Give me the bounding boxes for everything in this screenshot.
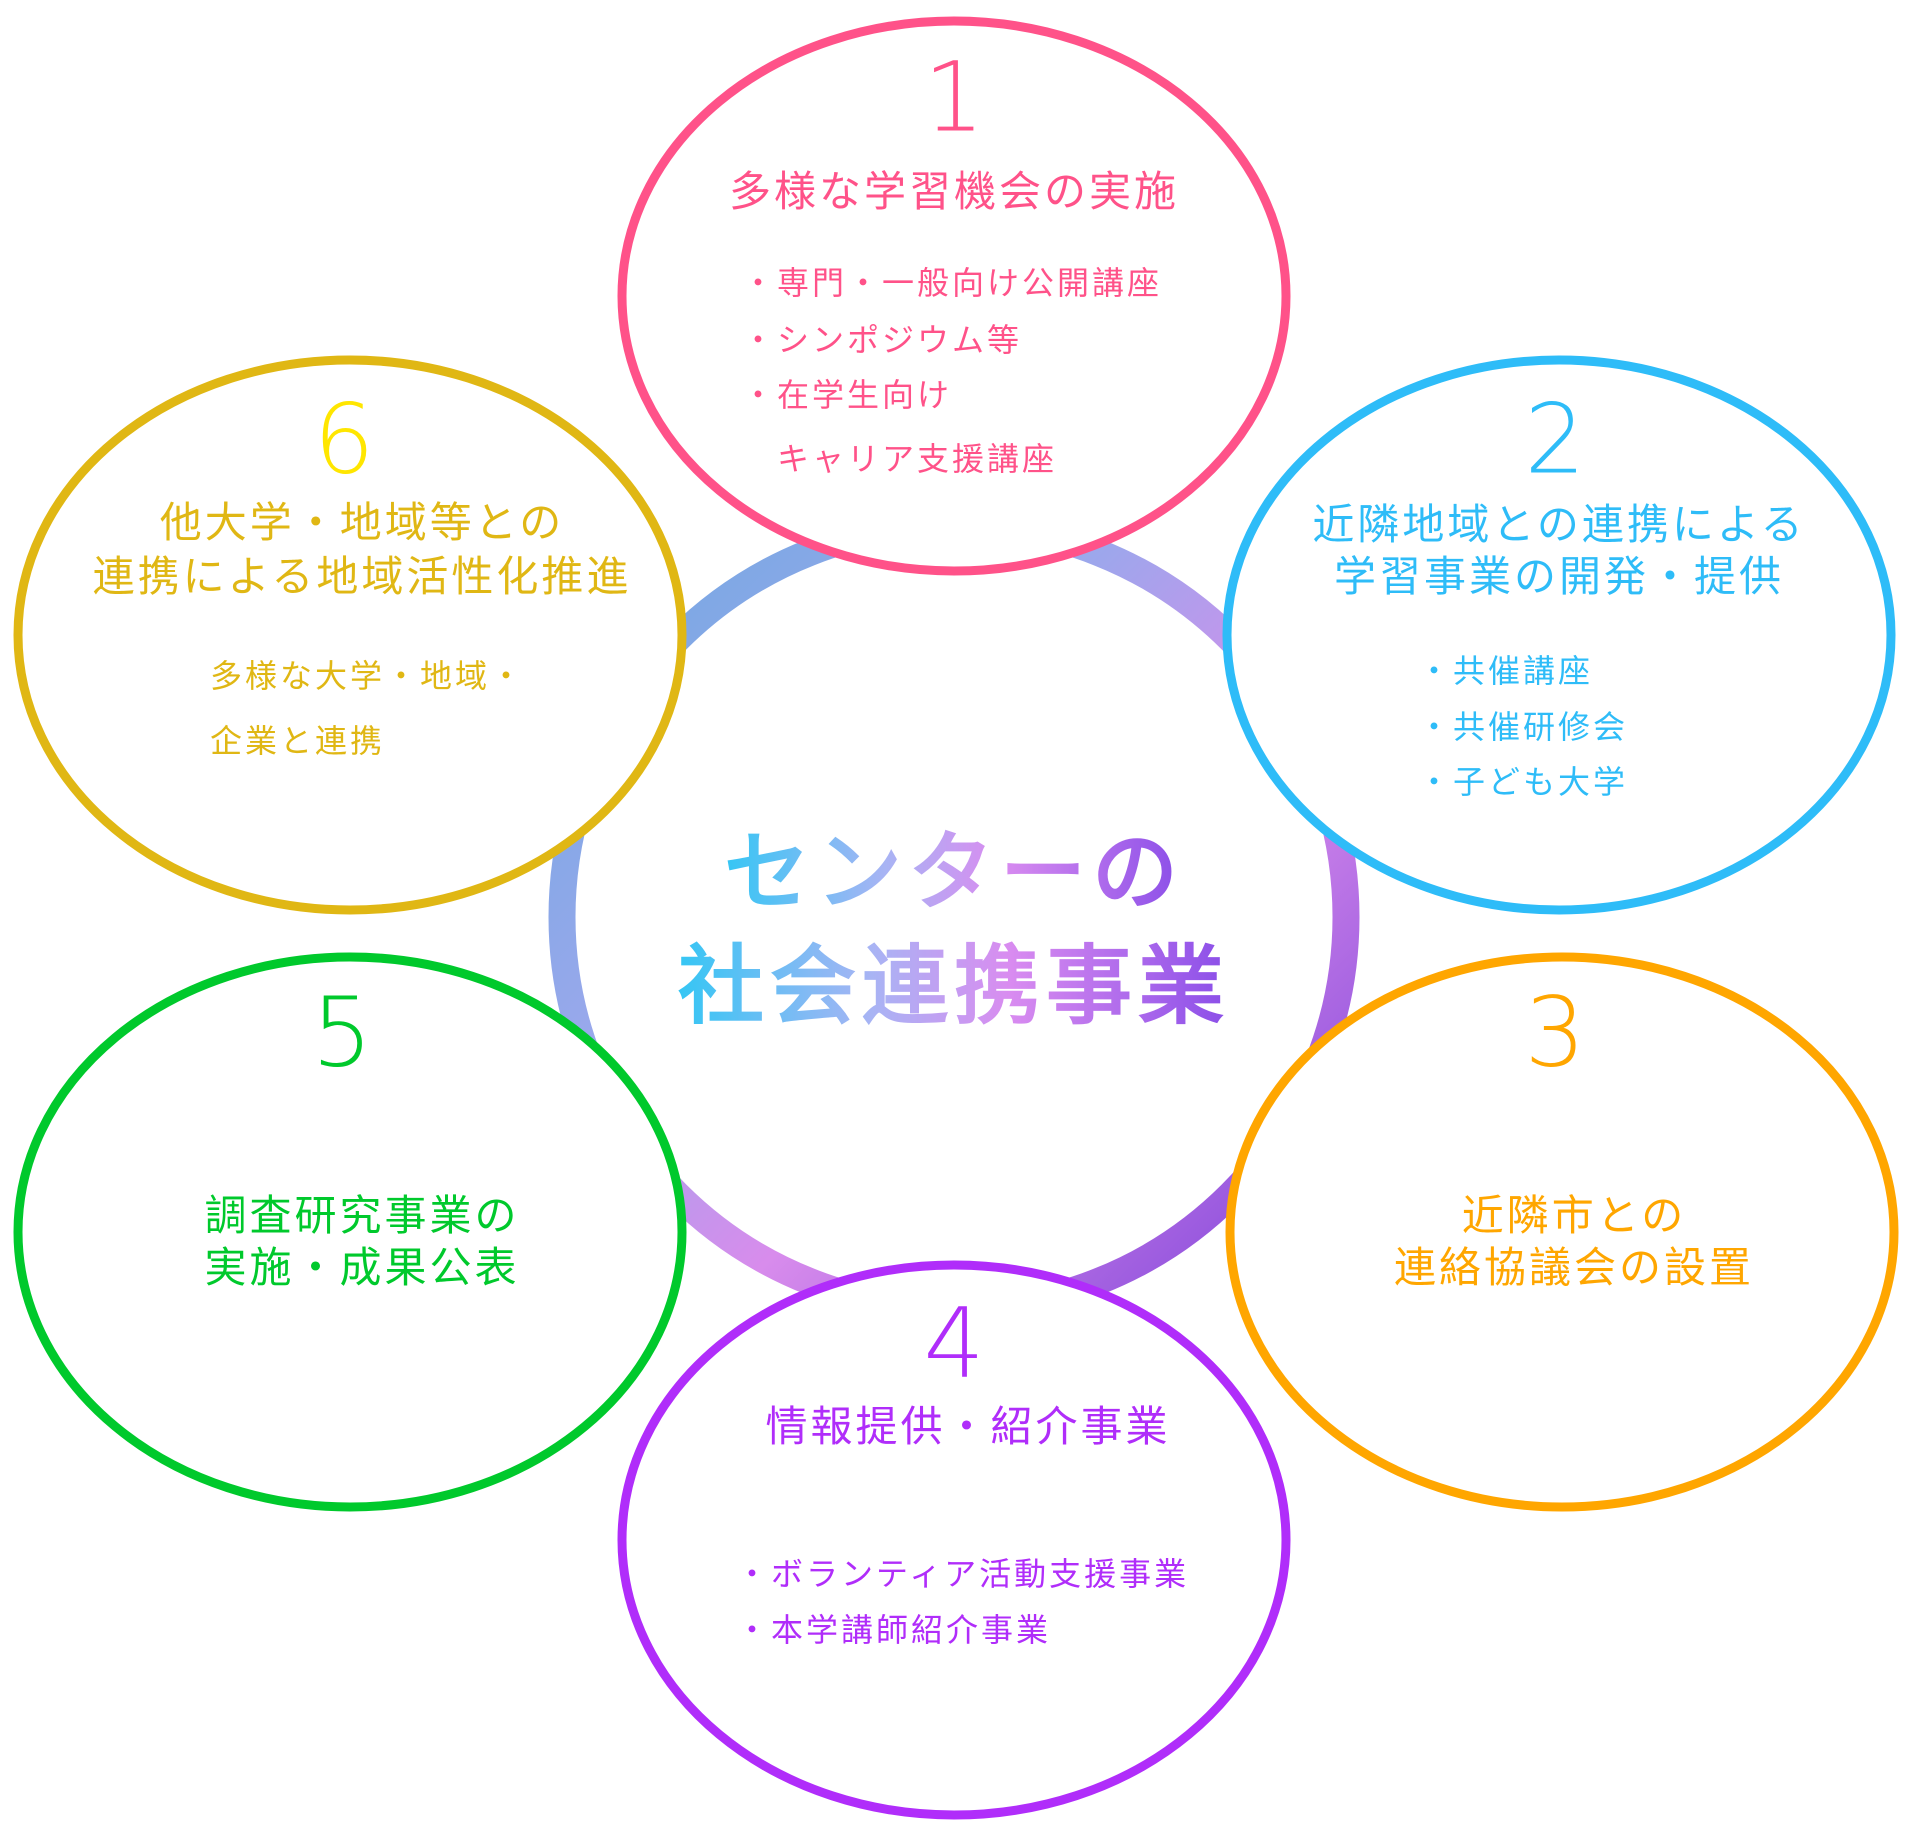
node-4-item: ・本学講師紹介事業 xyxy=(736,1610,1052,1649)
node-3-number: 3 xyxy=(1524,976,1586,1089)
node-6-title-line1: 他大学・地域等との xyxy=(159,497,565,547)
node-2-item: ・共催研修会 xyxy=(1418,707,1629,746)
node-5-title-line2: 実施・成果公表 xyxy=(204,1242,520,1292)
node-5-title-line1: 調査研究事業の xyxy=(204,1190,520,1240)
node-4-title: 情報提供・紹介事業 xyxy=(765,1401,1171,1451)
node-2-title-line1: 近隣地域との連携による xyxy=(1312,499,1806,549)
node-3-title-line2: 連絡協議会の設置 xyxy=(1393,1242,1755,1292)
node-1-item: キャリア支援講座 xyxy=(742,439,1058,478)
node-3-title-line1: 近隣市との xyxy=(1461,1190,1687,1240)
node-5-number: 5 xyxy=(311,976,373,1089)
node-2-item: ・子ども大学 xyxy=(1418,762,1629,801)
node-3-ellipse xyxy=(1225,952,1899,1512)
center-title-line1: センターの xyxy=(724,802,1184,927)
node-4-number: 4 xyxy=(923,1287,985,1400)
node-2-title-line2: 学習事業の開発・提供 xyxy=(1333,551,1785,601)
node-6-item: 企業と連携 xyxy=(210,721,386,760)
center-title-line2: 社会連携事業 xyxy=(678,916,1230,1041)
node-6-number: 6 xyxy=(313,383,375,496)
node-6-ellipse xyxy=(13,355,687,915)
node-2-ellipse xyxy=(1222,355,1896,915)
node-1-item: ・専門・一般向け公開講座 xyxy=(742,263,1163,302)
node-1-number: 1 xyxy=(923,41,985,154)
node-1-title: 多様な学習機会の実施 xyxy=(728,166,1180,216)
node-6-item: 多様な大学・地域・ xyxy=(210,656,526,695)
node-1-ellipse xyxy=(617,16,1291,576)
node-1-item: ・シンポジウム等 xyxy=(742,320,1023,359)
node-5-ellipse xyxy=(13,952,687,1512)
node-2-number: 2 xyxy=(1524,383,1586,496)
node-2-item: ・共催講座 xyxy=(1418,651,1594,690)
node-4-ellipse xyxy=(617,1260,1291,1820)
node-4-item: ・ボランティア活動支援事業 xyxy=(736,1554,1190,1593)
node-6-title-line2: 連携による地域活性化推進 xyxy=(92,551,632,601)
node-1-item: ・在学生向け xyxy=(742,375,953,414)
